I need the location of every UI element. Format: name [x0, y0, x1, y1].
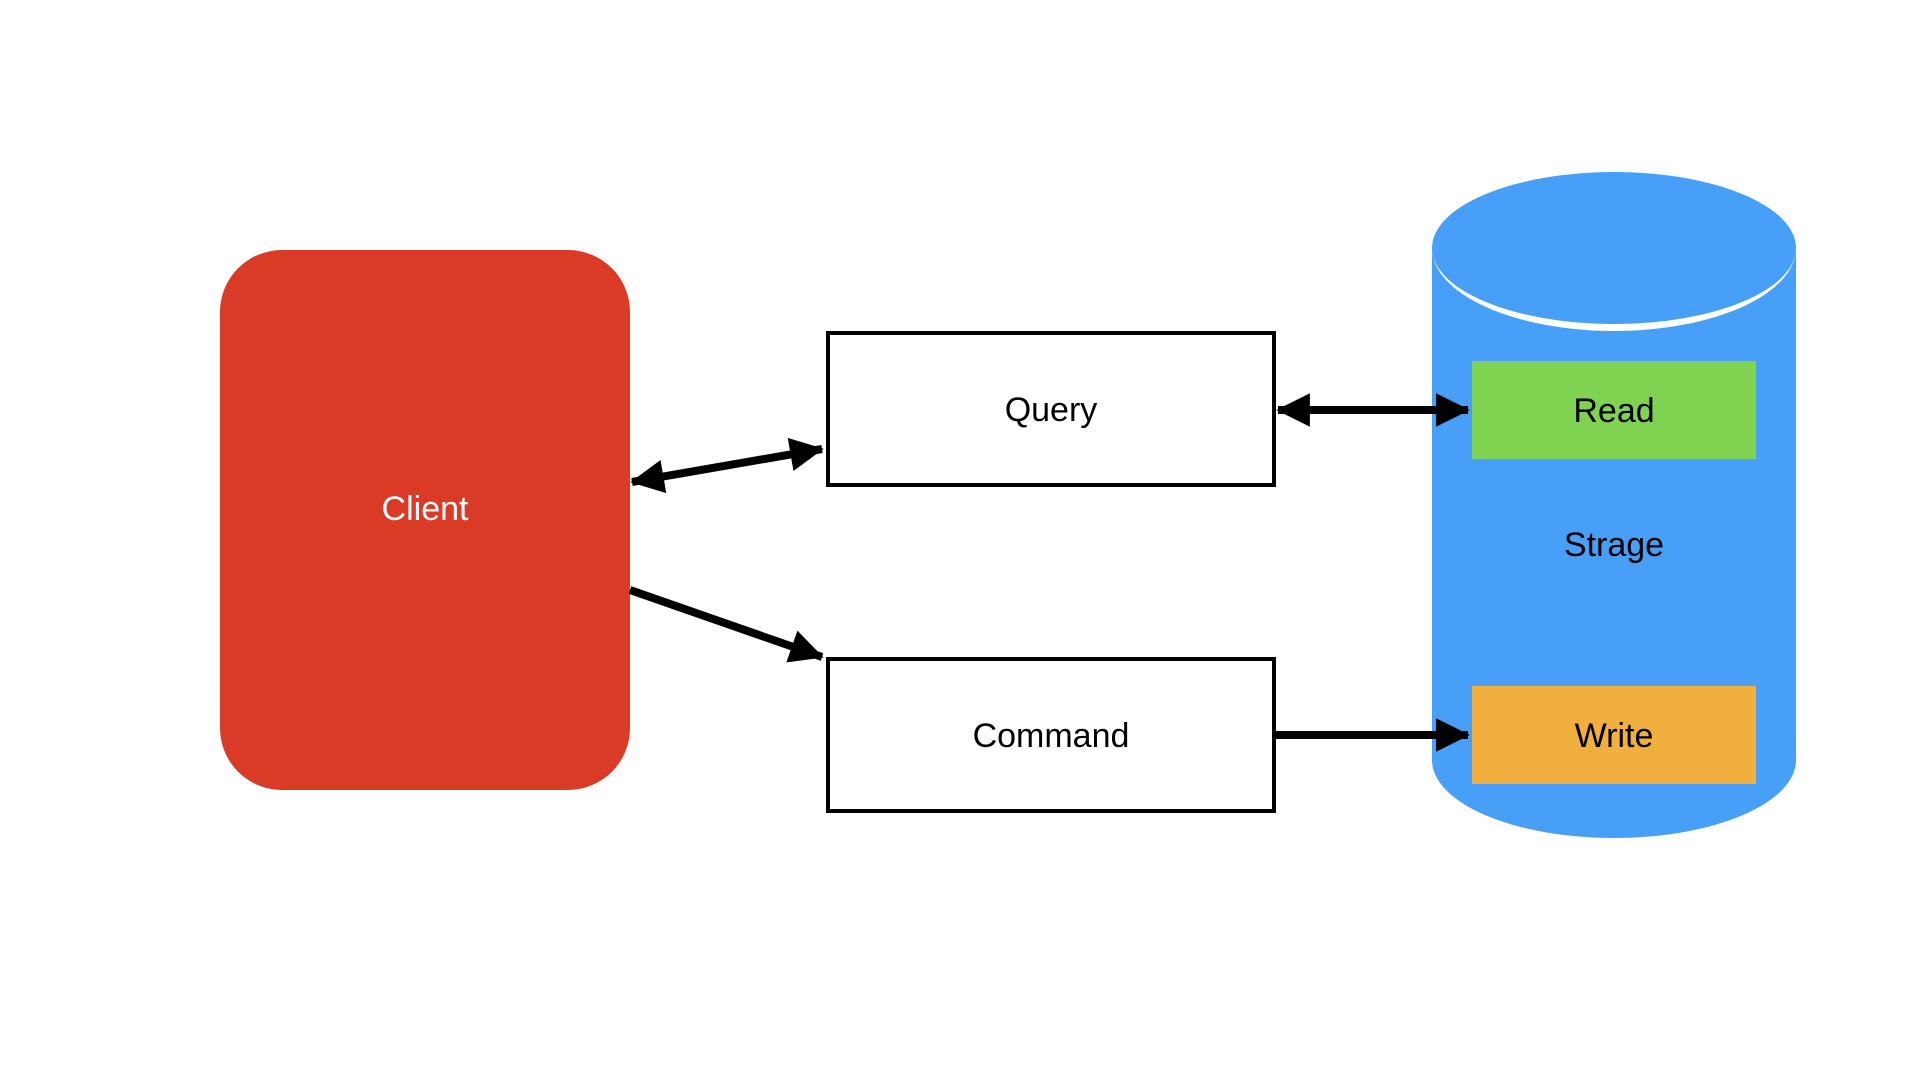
- command-label: Command: [973, 717, 1130, 755]
- client-label: Client: [382, 490, 469, 528]
- client-node: Client: [220, 250, 630, 790]
- write-node: Write: [1472, 686, 1756, 784]
- command-box: [826, 657, 1276, 813]
- command-node: Command: [826, 657, 1276, 813]
- read-label: Read: [1573, 392, 1654, 430]
- client-box: [220, 250, 630, 790]
- write-box: [1472, 686, 1756, 784]
- query-node: Query: [826, 331, 1276, 487]
- query-box: [826, 331, 1276, 487]
- client-query-arrow: [630, 437, 824, 494]
- write-label: Write: [1575, 717, 1654, 755]
- client-command-arrow: [628, 586, 824, 663]
- read-node: Read: [1472, 361, 1756, 459]
- storage-cylinder-top: [1432, 172, 1796, 324]
- query-label: Query: [1005, 391, 1098, 429]
- read-box: [1472, 361, 1756, 459]
- storage-label: Strage: [1564, 526, 1664, 564]
